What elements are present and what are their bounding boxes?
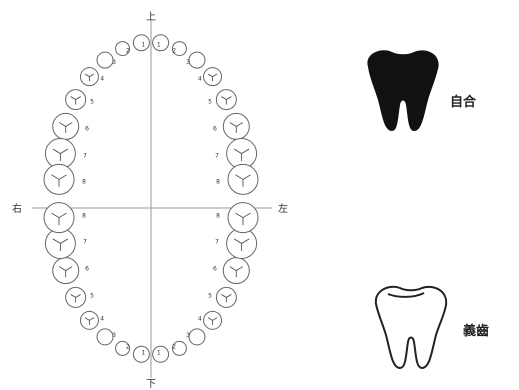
upper-tooth-number-right-8: 8	[82, 178, 86, 185]
upper-tooth-number-right-1: 1	[141, 42, 145, 49]
lower-tooth-number-left-8: 8	[216, 213, 220, 220]
lower-tooth-number-right-7: 7	[83, 238, 87, 245]
lower-tooth-left-3	[189, 329, 205, 345]
upper-tooth-number-left-7: 7	[215, 153, 219, 160]
upper-tooth-number-right-5: 5	[90, 99, 94, 106]
lower-tooth-number-right-6: 6	[85, 266, 89, 273]
lower-tooth-number-right-3: 3	[112, 332, 116, 339]
dental-chart: 1 2 3 4 5 6 7 8 1 2 3 4 5 6 7 8 1 2 3 4 5 6 7 8 1 2 3 4 5 6 7 8	[0, 0, 300, 389]
direction-right-label: 左	[278, 200, 288, 215]
upper-tooth-number-left-4: 4	[198, 76, 202, 83]
lower-tooth-number-left-1: 1	[157, 349, 161, 356]
lower-tooth-number-right-8: 8	[82, 213, 86, 220]
healthy-legend-label: 義齒	[463, 320, 489, 339]
upper-tooth-number-left-2: 2	[172, 48, 176, 55]
lower-tooth-number-right-5: 5	[90, 292, 94, 299]
lower-tooth-number-left-5: 5	[208, 292, 212, 299]
upper-tooth-number-right-6: 6	[85, 125, 89, 132]
upper-tooth-number-left-5: 5	[208, 99, 212, 106]
lower-tooth-number-left-6: 6	[213, 266, 217, 273]
lower-tooth-number-right-4: 4	[100, 315, 104, 322]
lower-tooth-number-left-2: 2	[172, 343, 176, 350]
upper-tooth-number-right-2: 2	[126, 48, 130, 55]
upper-tooth-number-right-7: 7	[83, 153, 87, 160]
lower-tooth-number-left-4: 4	[198, 315, 202, 322]
upper-tooth-number-left-1: 1	[157, 42, 161, 49]
upper-tooth-number-left-6: 6	[213, 125, 217, 132]
upper-tooth-number-right-4: 4	[100, 76, 104, 83]
lower-tooth-number-left-7: 7	[215, 238, 219, 245]
direction-left-label: 右	[12, 200, 22, 215]
outline-tooth-icon	[368, 282, 458, 372]
upper-tooth-number-right-3: 3	[112, 59, 116, 66]
lower-tooth-right-3	[97, 329, 113, 345]
lower-tooth-number-left-3: 3	[186, 332, 190, 339]
upper-tooth-number-left-3: 3	[186, 59, 190, 66]
direction-top-label: 上	[146, 8, 156, 23]
upper-tooth-right-3	[97, 52, 113, 68]
lower-tooth-number-right-1: 1	[141, 349, 145, 356]
lower-tooth-number-right-2: 2	[126, 343, 130, 350]
black-tooth-icon	[358, 45, 448, 135]
upper-tooth-left-3	[189, 52, 205, 68]
direction-bottom-label: 下	[146, 375, 156, 390]
upper-tooth-number-left-8: 8	[216, 178, 220, 185]
caries-legend-label: 自合	[450, 91, 476, 110]
